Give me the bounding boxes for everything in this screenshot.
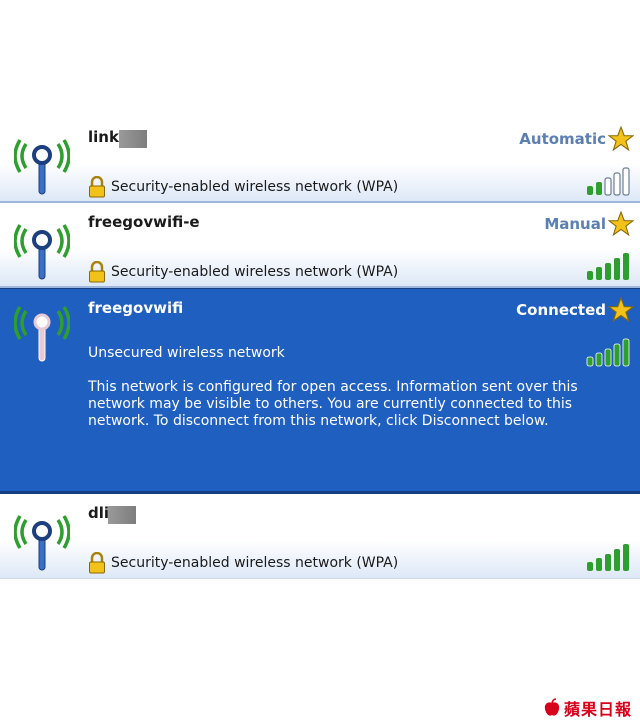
watermark-text: 蘋果日報 xyxy=(563,700,632,719)
network-row-link[interactable]: link Automatic Security-enabled wireless… xyxy=(0,118,640,203)
signal-strength-icon xyxy=(587,544,629,571)
star-icon[interactable] xyxy=(608,211,634,237)
redaction-block xyxy=(108,506,136,524)
signal-strength-icon xyxy=(587,253,629,280)
network-name: freegovwifi xyxy=(88,299,184,317)
signal-strength-icon xyxy=(586,338,630,367)
network-description: This network is configured for open acce… xyxy=(88,379,578,429)
wireless-signal-icon xyxy=(14,306,70,362)
apple-logo-icon xyxy=(544,698,560,716)
network-name: freegovwifi-e xyxy=(88,213,200,231)
security-label: Unsecured wireless network xyxy=(88,345,285,361)
star-icon[interactable] xyxy=(608,297,634,323)
network-row-freegovwifi-e[interactable]: freegovwifi-e Manual Security-enabled wi… xyxy=(0,203,640,288)
wireless-signal-icon xyxy=(14,515,70,571)
wireless-signal-icon xyxy=(14,224,70,280)
security-info: Security-enabled wireless network (WPA) xyxy=(88,176,398,198)
network-name: link xyxy=(88,128,119,146)
connection-mode-label: Automatic xyxy=(519,130,606,148)
security-label: Security-enabled wireless network (WPA) xyxy=(111,555,399,571)
security-label: Security-enabled wireless network (WPA) xyxy=(111,179,399,195)
wireless-network-list: link Automatic Security-enabled wireless… xyxy=(0,118,640,579)
security-label: Security-enabled wireless network (WPA) xyxy=(111,264,399,280)
network-name: dli xyxy=(88,504,110,522)
connection-mode-label: Manual xyxy=(544,215,606,233)
wireless-signal-icon xyxy=(14,139,70,195)
lock-icon xyxy=(89,552,105,574)
security-info: Security-enabled wireless network (WPA) xyxy=(88,552,398,574)
star-icon[interactable] xyxy=(608,126,634,152)
newspaper-watermark: 蘋果日報 xyxy=(543,697,632,719)
lock-icon xyxy=(89,261,105,283)
signal-strength-icon xyxy=(587,167,630,196)
network-row-dli[interactable]: dli Security-enabled wireless network (W… xyxy=(0,494,640,579)
lock-icon xyxy=(89,176,105,198)
connection-status-label: Connected xyxy=(516,301,606,319)
security-info: Security-enabled wireless network (WPA) xyxy=(88,261,398,283)
network-row-freegovwifi-selected[interactable]: freegovwifi Connected Unsecured wireless… xyxy=(0,288,640,494)
redaction-block xyxy=(119,130,147,148)
